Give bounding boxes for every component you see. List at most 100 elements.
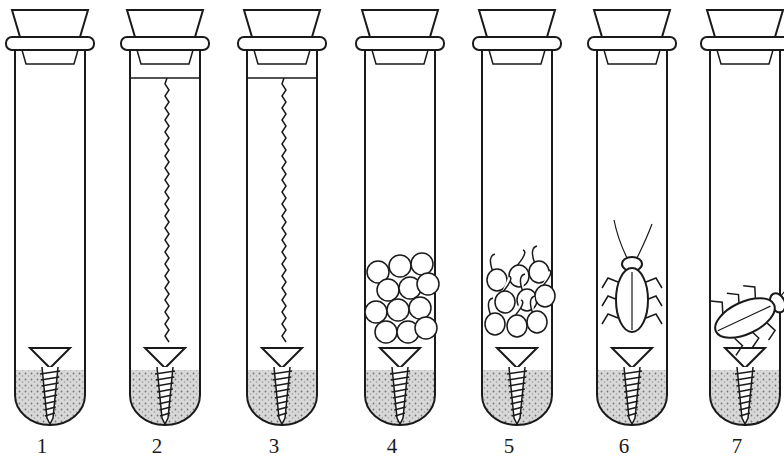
screw-thread <box>740 413 750 416</box>
screw-thread <box>272 371 292 374</box>
pea <box>415 317 437 339</box>
screw-thread <box>622 371 642 374</box>
pea <box>417 273 439 295</box>
dead-insect <box>703 257 784 359</box>
screw-thread <box>739 401 752 404</box>
screw-thread <box>155 371 175 374</box>
screw-thread <box>511 401 524 404</box>
screw <box>392 367 408 424</box>
screw-thread <box>625 395 639 398</box>
screw-thread <box>507 371 527 374</box>
germinating-seed <box>535 285 555 307</box>
screw-thread <box>394 407 405 410</box>
tube-wall <box>247 50 317 425</box>
pea <box>409 297 431 319</box>
test-tube <box>356 10 444 440</box>
stopper-plug <box>372 50 428 64</box>
cone <box>497 348 537 368</box>
screw <box>509 367 525 424</box>
cone <box>30 348 70 368</box>
screw-thread <box>156 377 175 380</box>
paper-strip <box>165 78 169 342</box>
screw-thread <box>391 377 410 380</box>
test-tube <box>6 10 94 440</box>
screw <box>737 367 753 424</box>
cone <box>725 348 765 368</box>
tube-number: 3 <box>259 436 289 457</box>
screw-thread <box>736 377 755 380</box>
tube-rim <box>238 37 326 50</box>
screw-thread <box>273 383 290 386</box>
test-tube <box>121 10 209 440</box>
test-tube <box>473 10 561 440</box>
live-insect <box>602 220 662 332</box>
screw-thread <box>508 377 527 380</box>
germinating-seed <box>527 311 547 333</box>
cone <box>380 348 420 368</box>
screw-thread <box>157 389 173 392</box>
tube-rim <box>121 37 209 50</box>
screw-thread <box>160 413 170 416</box>
screw-thread <box>44 407 55 410</box>
paper-edge <box>247 77 317 79</box>
test-tube <box>238 10 326 440</box>
stopper <box>362 10 438 37</box>
stopper <box>707 10 783 37</box>
screw-thread <box>41 383 58 386</box>
screw-thread <box>735 371 755 374</box>
cone <box>262 348 302 368</box>
screw-thread <box>44 401 57 404</box>
paper-edge <box>130 77 200 79</box>
tube-rim <box>588 37 676 50</box>
screw-thread <box>624 389 640 392</box>
stopper-plug <box>717 50 773 64</box>
tube-rim <box>473 37 561 50</box>
screw-thread <box>627 413 637 416</box>
stopper-plug <box>137 50 193 64</box>
screw-thread <box>739 407 750 410</box>
screw-thread <box>40 371 60 374</box>
germinating-seed <box>485 313 505 335</box>
tube-wall <box>482 50 552 425</box>
stopper <box>12 10 88 37</box>
stopper-plug <box>489 50 545 64</box>
screw-thread <box>159 401 172 404</box>
tube-number: 4 <box>377 436 407 457</box>
tube-wall <box>365 50 435 425</box>
screw-thread <box>159 407 170 410</box>
tube-wall <box>597 50 667 425</box>
screw-thread <box>736 383 753 386</box>
screw-thread <box>512 413 522 416</box>
screw-thread <box>623 377 642 380</box>
screw-thread <box>738 395 752 398</box>
screw-thread <box>275 395 289 398</box>
screw-thread <box>276 407 287 410</box>
screw <box>157 367 173 424</box>
paper-strip <box>282 78 286 342</box>
screw-thread <box>511 407 522 410</box>
screw-thread <box>274 389 290 392</box>
germinating-seed <box>495 291 515 313</box>
tube-rim <box>701 37 784 50</box>
test-tube <box>588 10 676 440</box>
pea <box>365 301 387 323</box>
screw-thread <box>395 413 405 416</box>
tube-wall <box>710 50 780 425</box>
tube-rim <box>6 37 94 50</box>
screw-thread <box>273 377 292 380</box>
tube-rim <box>356 37 444 50</box>
germinating-seed <box>509 265 529 287</box>
screw-thread <box>393 395 407 398</box>
screw-thread <box>509 389 525 392</box>
stopper <box>127 10 203 37</box>
screw-thread <box>42 389 58 392</box>
pea <box>387 299 409 321</box>
screw-thread <box>626 407 637 410</box>
stopper <box>244 10 320 37</box>
screw-thread <box>276 401 289 404</box>
test-tube <box>701 10 784 440</box>
screw-thread <box>43 395 57 398</box>
tube-wall <box>130 50 200 425</box>
